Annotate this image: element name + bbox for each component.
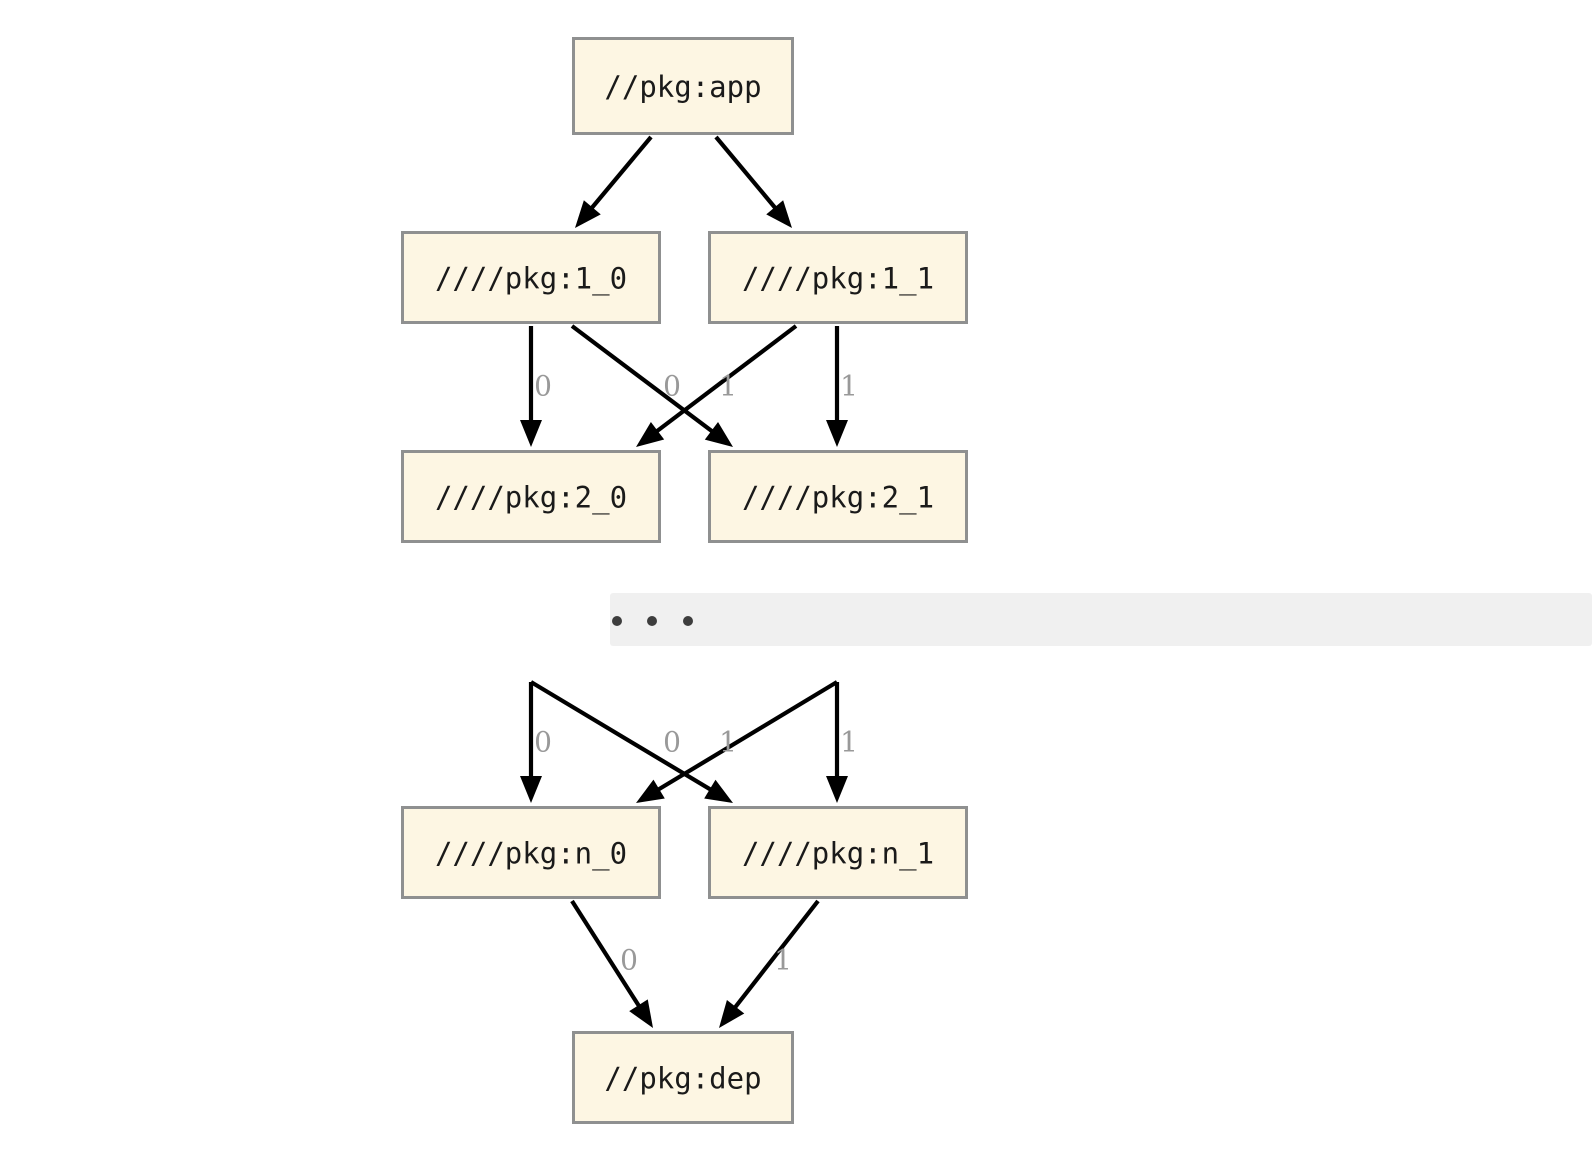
edge-ln_0-to-dep-line (570, 899, 643, 1010)
edge-app-to-l1_0-arrowhead (575, 200, 601, 228)
node-ln_0-label: ////pkg:n_0 (435, 837, 627, 872)
node-l2_0-label: ////pkg:2_0 (435, 481, 627, 516)
edge-ln_1-to-dep-line (731, 899, 820, 1012)
ellipsis-dot-2 (683, 616, 693, 626)
node-ln_1[interactable]: ////pkg:n_1 (708, 806, 968, 899)
edge-ln_1-to-dep-label: 1 (774, 944, 792, 977)
edge-l1_1-to-l2_0-line (653, 324, 798, 435)
node-l1_0[interactable]: ////pkg:1_0 (401, 231, 661, 324)
edge-l1_0-to-l2_1-arrowhead (704, 421, 733, 447)
edge-layer: 0 0 1 1 0 0 1 1 0 1 (520, 135, 858, 1028)
node-l2_1-label: ////pkg:2_1 (742, 481, 934, 516)
node-ln_0-box[interactable] (401, 806, 661, 899)
edge-cut-to-ln_0-label: 0 (534, 726, 552, 759)
edge-l1_0-to-l2_1-label: 0 (663, 370, 681, 403)
node-layer: //pkg:app ////pkg:1_0 ////pkg:1_1 ////pkg:2… (401, 37, 968, 1124)
node-dep[interactable]: //pkg:dep (572, 1031, 794, 1124)
edge-cut-to-ln_0-arrowhead (636, 779, 665, 803)
edge-l1_0-to-l2_0-arrowhead (520, 420, 542, 447)
edge-app-to-l1_1-arrowhead (766, 200, 792, 228)
ellipsis-band (610, 593, 1592, 646)
node-app[interactable]: //pkg:app (572, 37, 794, 135)
node-dep-box[interactable] (572, 1031, 794, 1124)
edge-ln_0-to-dep-label: 0 (620, 944, 638, 977)
edge-cut-to-ln_0-line (654, 680, 839, 793)
edge-ln_0-to-dep-arrowhead (629, 999, 653, 1028)
node-dep-label: //pkg:dep (604, 1062, 761, 1096)
ellipsis-dot-0 (612, 616, 622, 626)
node-ln_0[interactable]: ////pkg:n_0 (401, 806, 661, 899)
edge-l1_0-to-l2_1-line (570, 324, 716, 435)
node-ln_1-box[interactable] (708, 806, 968, 899)
node-l1_0-label: ////pkg:1_0 (435, 262, 627, 297)
node-l2_0-box[interactable] (401, 450, 661, 543)
node-l1_0-box[interactable] (401, 231, 661, 324)
edge-l1_1-to-l2_1-label: 1 (840, 370, 858, 403)
node-l1_1-box[interactable] (708, 231, 968, 324)
node-l1_1[interactable]: ////pkg:1_1 (708, 231, 968, 324)
node-l2_1[interactable]: ////pkg:2_1 (708, 450, 968, 543)
edge-app-to-l1_1-line (714, 135, 779, 212)
ellipsis-dot-1 (647, 616, 657, 626)
edge-l1_1-to-l2_0-arrowhead (636, 421, 665, 447)
node-ln_1-label: ////pkg:n_1 (742, 837, 934, 872)
edge-l1_1-to-l2_1-arrowhead (826, 420, 848, 447)
node-app-box[interactable] (572, 37, 794, 135)
node-app-label: //pkg:app (604, 70, 761, 104)
edge-cut-to-ln_0-label: 1 (719, 726, 737, 759)
edge-ln_1-to-dep-arrowhead (719, 999, 745, 1028)
ellipsis-separator (610, 593, 1592, 646)
edge-l1_0-to-l2_0-label: 0 (534, 370, 552, 403)
node-l2_1-box[interactable] (708, 450, 968, 543)
edge-cut-to-ln_1-label: 0 (663, 726, 681, 759)
edge-cut-to-ln_1-arrowhead (704, 779, 733, 803)
edge-cut-to-ln_1-arrowhead (826, 776, 848, 803)
edge-app-to-l1_0-line (588, 135, 653, 212)
node-l1_1-label: ////pkg:1_1 (742, 262, 934, 297)
edge-l1_1-to-l2_0-label: 1 (719, 370, 737, 403)
edge-cut-to-ln_1-label: 1 (840, 726, 858, 759)
edge-cut-to-ln_0-arrowhead (520, 776, 542, 803)
node-l2_0[interactable]: ////pkg:2_0 (401, 450, 661, 543)
